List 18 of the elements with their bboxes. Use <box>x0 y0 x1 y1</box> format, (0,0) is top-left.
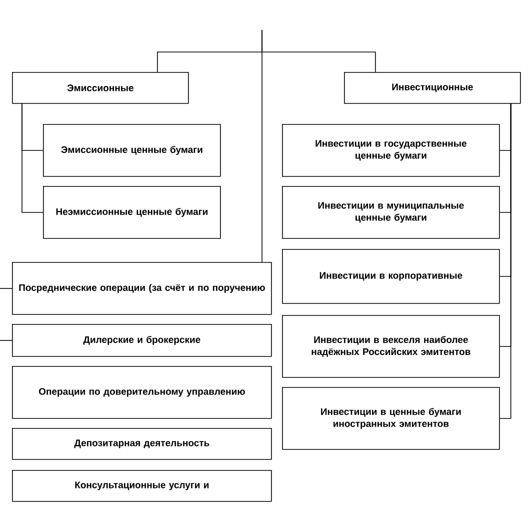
item-box: Инвестиции в корпоративные <box>282 249 500 304</box>
category-box: Эмиссионные <box>12 72 189 104</box>
connector-line <box>499 103 512 419</box>
item-box: Депозитарная деятельность <box>12 428 272 460</box>
item-box: Операции по доверительному управлению <box>12 366 272 419</box>
item-box: Эмиссионные ценные бумаги <box>43 124 221 177</box>
connector-line <box>0 288 12 289</box>
connector-line <box>0 340 12 341</box>
item-box: Инвестиции в государственные ценные бумаги <box>282 124 500 177</box>
connector-line <box>22 103 44 213</box>
item-box: Дилерские и брокерские <box>12 324 272 357</box>
item-box: Посреднические операции (за счёт и по поручению <box>12 262 272 315</box>
item-box: Консультационные услуги и <box>12 470 272 502</box>
item-box: Инвестиции в ценные бумаги иностранных эмитентов <box>282 387 500 450</box>
category-box: Инвестиционные <box>344 72 521 104</box>
item-box: Неэмиссионные ценные бумаги <box>43 186 221 239</box>
item-box: Инвестиции в векселя наиболее надёжных Российских эмитентов <box>282 315 500 378</box>
item-box: Инвестиции в муниципальные ценные бумаги <box>282 186 500 239</box>
